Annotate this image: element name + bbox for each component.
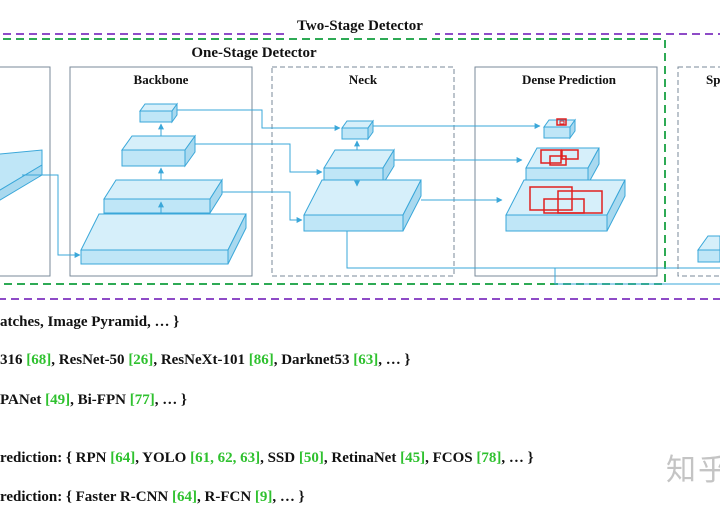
neck-layer-3 bbox=[341, 119, 374, 141]
backbone-label: Backbone bbox=[134, 72, 189, 87]
neck-label: Neck bbox=[349, 72, 378, 87]
one-stage-frame bbox=[0, 38, 666, 285]
input-panel bbox=[0, 66, 51, 277]
zhihu-watermark: 知乎 bbox=[666, 453, 720, 488]
dense-prediction-panel bbox=[474, 66, 658, 277]
dense-prediction-examples: rediction: { RPN [64], YOLO [61, 62, 63]… bbox=[0, 450, 534, 466]
neck-layer-2 bbox=[323, 148, 395, 186]
one-stage-label: One-Stage Detector bbox=[191, 45, 317, 61]
backbone-panel bbox=[69, 66, 253, 277]
backbone-layer-1 bbox=[80, 213, 247, 265]
neck-layer-1 bbox=[303, 179, 422, 232]
sparse-prediction-examples: rediction: { Faster R-CNN [64], R-FCN [9… bbox=[0, 489, 305, 505]
backbone-layer-4 bbox=[139, 102, 178, 124]
dense-prediction-layer-2 bbox=[525, 147, 600, 185]
dense-prediction-layer-1 bbox=[505, 179, 626, 232]
two-stage-label: Two-Stage Detector bbox=[297, 18, 423, 34]
sparse-prediction-label: Sp bbox=[706, 72, 720, 87]
backbone-layer-3 bbox=[121, 134, 196, 168]
backbone-examples: 316 [68], ResNet-50 [26], ResNeXt-101 [8… bbox=[0, 352, 411, 368]
neck-panel bbox=[271, 66, 455, 277]
backbone-layer-2 bbox=[103, 178, 223, 215]
dense-prediction-layer-3 bbox=[543, 118, 576, 140]
sparse-prediction-panel bbox=[677, 66, 720, 277]
neck-examples: PANet [49], Bi-FPN [77], … } bbox=[0, 392, 187, 408]
detector-architecture-diagram: Two-Stage Detector One-Stage Detector Ba… bbox=[0, 18, 720, 300]
component-examples: atches, Image Pyramid, … } 316 [68], Res… bbox=[0, 300, 720, 513]
dense-prediction-label: Dense Prediction bbox=[522, 72, 617, 87]
input-examples: atches, Image Pyramid, … } bbox=[0, 314, 180, 330]
